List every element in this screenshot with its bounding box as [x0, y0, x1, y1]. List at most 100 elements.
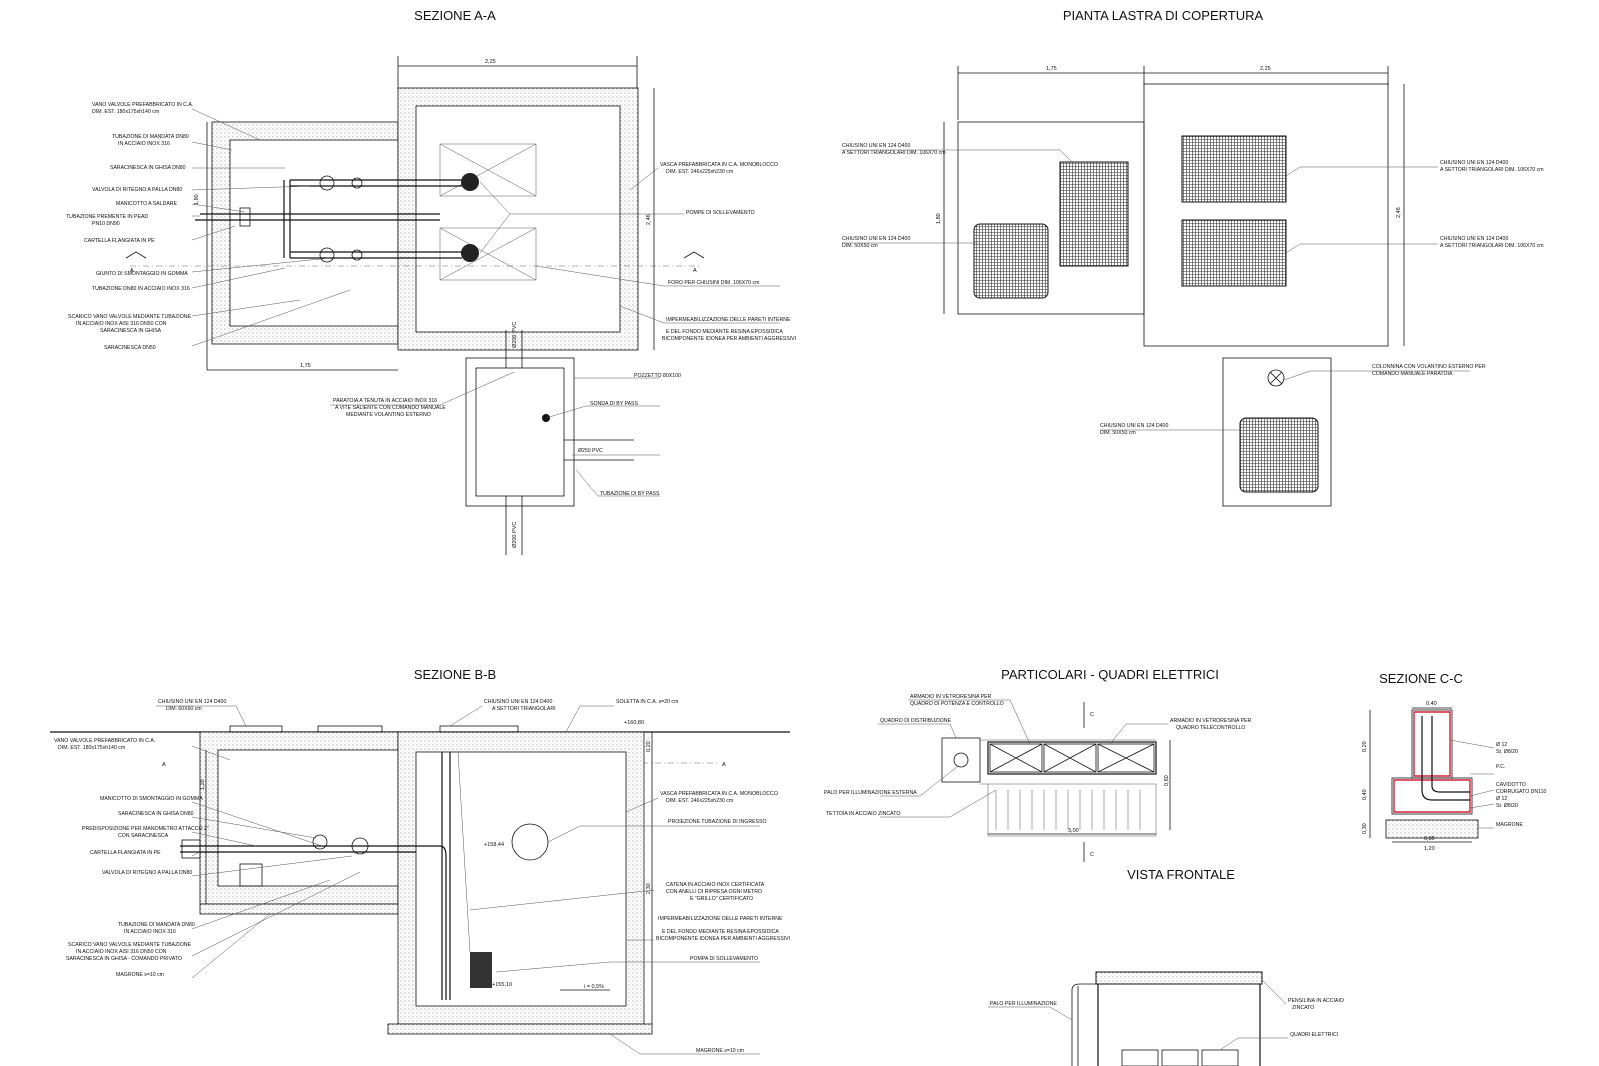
label: CHIUSINO UNI EN 124 D400: [1100, 423, 1168, 429]
label: TUBAZIONE DI MANDATA DN80: [118, 922, 195, 928]
canopy: [1095, 971, 1263, 985]
view-sezione-aa: SEZIONE A-A 2,25 A A 1,75 1,80: [66, 8, 796, 555]
label: Ø 12: [1496, 742, 1507, 748]
dim-pipe: Ø200 PVC: [512, 322, 518, 348]
label: P.C.: [1496, 764, 1505, 770]
label: CATENA IN ACCIAIO INOX CERTIFICATA: [666, 882, 765, 888]
label: A SETTORI TRIANGOLARI DIM. 106X70 cm: [842, 150, 946, 156]
magrone: [387, 1023, 653, 1035]
manhole-cover: [1059, 161, 1129, 267]
labels-left-bb: CHIUSINO UNI EN 124 D400 DIM. 60X60 cm V…: [54, 699, 361, 979]
label: PN10 DN90: [92, 221, 120, 227]
label: IMPERMEABILIZZAZIONE DELLE PARETI INTERN…: [658, 916, 783, 922]
title-pianta: PIANTA LASTRA DI COPERTURA: [1063, 8, 1264, 23]
label: POMPA DI SOLLEVAMENTO: [690, 956, 758, 962]
label: A SETTORI TRIANGOLARI: [492, 706, 556, 712]
distribution-board: [941, 737, 981, 783]
manhole-cover: [229, 725, 283, 733]
label: POMPE DI SOLLEVAMENTO: [686, 210, 755, 216]
label: SONDA DI BY PASS: [590, 401, 638, 407]
manhole-cover: [1181, 135, 1287, 203]
label: ARMADIO IN VETRORESINA PER: [910, 694, 992, 700]
label: SOLETTA IN C.A. s=20 cm: [616, 699, 678, 705]
label: CHIUSINO UNI EN 124 D400: [1440, 160, 1508, 166]
label: VANO VALVOLE PREFABBRICATO IN C.A.: [92, 102, 193, 108]
dim-aa-bottom: 1,75: [300, 363, 311, 369]
label: TETTOIA IN ACCIAIO ZINCATO: [826, 811, 900, 817]
label: Ø 12: [1496, 796, 1507, 802]
label: SARACINESCA IN GHISA DN80: [118, 811, 194, 817]
label: DIM. 60X60 cm: [166, 706, 202, 712]
label: CON ANELLI DI RIPRESA OGNI METRO: [666, 889, 762, 895]
label: FORO PER CHIUSINI DIM. 106X70 cm: [668, 280, 759, 286]
label: DIM. 50X50 cm: [1100, 430, 1136, 436]
label: PALO PER ILLUMINAZIONE ESTERNA: [824, 790, 917, 796]
slope-label: i = 0,5%: [584, 984, 604, 990]
label: E DEL FONDO MEDIANTE RESINA EPOSSIDICA: [662, 929, 779, 935]
label: CHIUSINO UNI EN 124 D400: [842, 236, 910, 242]
label: SARACINESCA IN GHISA - COMANDO PRIVATO: [66, 956, 182, 962]
labels-left-aa: VANO VALVOLE PREFABBRICATO IN C.A. DIM. …: [66, 102, 351, 351]
section-mark-a-right: A: [693, 268, 697, 274]
dim-aa-left: 1,80: [194, 194, 200, 205]
dim-pipe: Ø200 PVC: [512, 522, 518, 548]
label: VALVOLA DI RITEGNO A PALLA DN80: [92, 187, 182, 193]
label: QUADRO DI POTENZA E CONTROLLO: [910, 701, 1004, 707]
title-sezione-bb: SEZIONE B-B: [414, 667, 496, 682]
section-mark-a-left: A: [162, 762, 166, 768]
label: CHIUSINO UNI EN 124 D400: [842, 143, 910, 149]
label: PROIEZIONE TUBAZIONE DI INGRESSO: [668, 819, 766, 825]
label: ZINCATO: [1292, 1005, 1314, 1011]
label: A SETTORI TRIANGOLARI DIM. 106X70 cm: [1440, 243, 1544, 249]
label: GIUNTO DI SMONTAGGIO IN GOMMA: [96, 271, 188, 277]
label: CHIUSINO UNI EN 124 D400: [158, 699, 226, 705]
view-sezione-bb: SEZIONE B-B A A +160,80 +158,44 +155,10 …: [50, 667, 790, 1055]
label: DIM. 50X50 cm: [842, 243, 878, 249]
label: A VITE SALIENTE CON COMANDO MANUALE: [335, 405, 446, 411]
manhole-cover: [439, 725, 519, 733]
manhole-cover: [317, 725, 383, 733]
label: DIM. EST. 246x225xh230 cm: [666, 169, 733, 175]
label: A SETTORI TRIANGOLARI DIM. 106X70 cm: [1440, 167, 1544, 173]
title-quadri: PARTICOLARI - QUADRI ELETTRICI: [1001, 667, 1219, 682]
level-mid: +158,44: [484, 842, 504, 848]
label: MAGRONE: [1496, 822, 1523, 828]
label: E "GRILLO" CERTIFICATO: [690, 896, 753, 902]
label: CHIUSINO UNI EN 124 D400: [484, 699, 552, 705]
dim-cc-b2: 1,20: [1424, 846, 1435, 852]
view-sezione-cc: SEZIONE C-C 0,40 0,20 0,40 0,30 0,80 1,2…: [1362, 671, 1547, 852]
dim-pianta-right: 2,46: [1396, 207, 1402, 218]
label: SCARICO VANO VALVOLE MEDIANTE TUBAZIONE: [68, 314, 192, 320]
label: CARTELLA FLANGIATA IN PE: [90, 850, 161, 856]
label: DIM. EST. 180x175xh140 cm: [92, 109, 159, 115]
manhole-cover: [1181, 219, 1287, 287]
label: TUBAZIONE DN80 IN ACCIAIO INOX 316: [92, 286, 190, 292]
pump-icon: [461, 173, 479, 191]
label: St. Ø8/20: [1496, 749, 1518, 755]
pit-aa: [465, 357, 575, 507]
label: PARATOIA A TENUTA IN ACCIAIO INOX 316: [333, 398, 437, 404]
rebar-cage: [1393, 711, 1471, 813]
cover-slab-tank: [1143, 83, 1389, 347]
label: QUADRO TELECONTROLLO: [1176, 725, 1245, 731]
label: MANICOTTO A SALDARE: [116, 201, 178, 207]
label: E DEL FONDO MEDIANTE RESINA EPOSSIDICA: [666, 329, 783, 335]
pit-plan: [1222, 357, 1332, 507]
label: VASCA PREFABBRICATA IN C.A. MONOBLOCCO: [660, 791, 778, 797]
section-mark-a-right: A: [722, 762, 726, 768]
dim-pianta-left: 1,80: [936, 213, 942, 224]
dim-aa-top: 2,25: [485, 59, 496, 65]
label: PREDISPOSIZIONE PER MANOMETRO ATTACCO 2": [82, 826, 209, 832]
label: QUADRI ELETTRICI: [1290, 1032, 1338, 1038]
dim-quadri-w: 3,00: [1068, 828, 1079, 834]
section-mark-a-left: A: [130, 268, 134, 274]
lamp-post-icon: [953, 752, 969, 768]
label: IMPERMEABILIZZAZIONE DELLE PARETI INTERN…: [666, 317, 791, 323]
label: CAVIDOTTO: [1496, 782, 1526, 788]
label: VANO VALVOLE PREFABBRICATO IN C.A.: [54, 738, 155, 744]
dim-bb-top: 0,20: [646, 741, 652, 752]
view-quadri: PARTICOLARI - QUADRI ELETTRICI 3,00 0,60…: [824, 667, 1252, 862]
label: VALVOLA DI RITEGNO A PALLA DN80: [102, 870, 192, 876]
dim-pianta-a: 1,75: [1046, 66, 1057, 72]
label: Ø250 PVC: [578, 448, 603, 454]
